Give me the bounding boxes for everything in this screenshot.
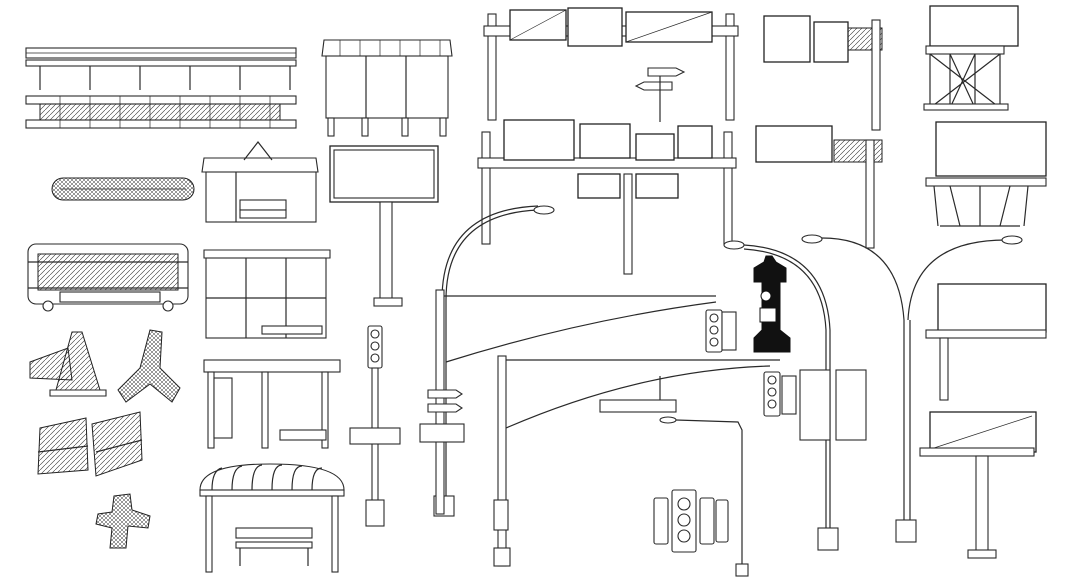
billboard-tower-tall — [919, 411, 1037, 559]
glass-bus-shelter — [203, 249, 331, 339]
street-light-right — [801, 234, 1023, 543]
billboard-tower-large — [925, 121, 1047, 227]
mast-arm-traffic-signal-upper — [419, 289, 737, 515]
anchor-block — [95, 493, 151, 549]
guardrail — [25, 47, 297, 129]
billboard-tower-truss — [923, 5, 1019, 111]
mast-arm-traffic-signal-lower — [493, 355, 797, 567]
traffic-cones — [29, 331, 107, 397]
street-light-left — [433, 205, 555, 517]
street-light-short — [659, 416, 749, 577]
directional-signpost — [634, 67, 686, 122]
tetrapod — [117, 329, 181, 403]
traffic-signal-cluster — [653, 489, 729, 553]
arched-bus-shelter — [199, 463, 345, 573]
open-bus-shelter — [203, 359, 341, 449]
overhead-sign-gantry-right — [755, 15, 883, 249]
fire-hydrant — [753, 255, 791, 353]
jersey-barrier — [27, 243, 189, 312]
bus-shelter-with-bench — [201, 141, 319, 223]
covered-walkway-shelter — [321, 39, 453, 137]
drainage-pipe — [51, 177, 195, 201]
billboard-on-pole — [329, 145, 439, 307]
street-light-center-right — [723, 240, 867, 551]
billboard-tower-side — [925, 283, 1047, 401]
overhead-sign-gantry-middle — [477, 119, 737, 275]
concrete-barriers — [37, 411, 143, 477]
overhead-sign-gantry-top — [483, 7, 739, 121]
traffic-signal-pole — [349, 325, 401, 527]
